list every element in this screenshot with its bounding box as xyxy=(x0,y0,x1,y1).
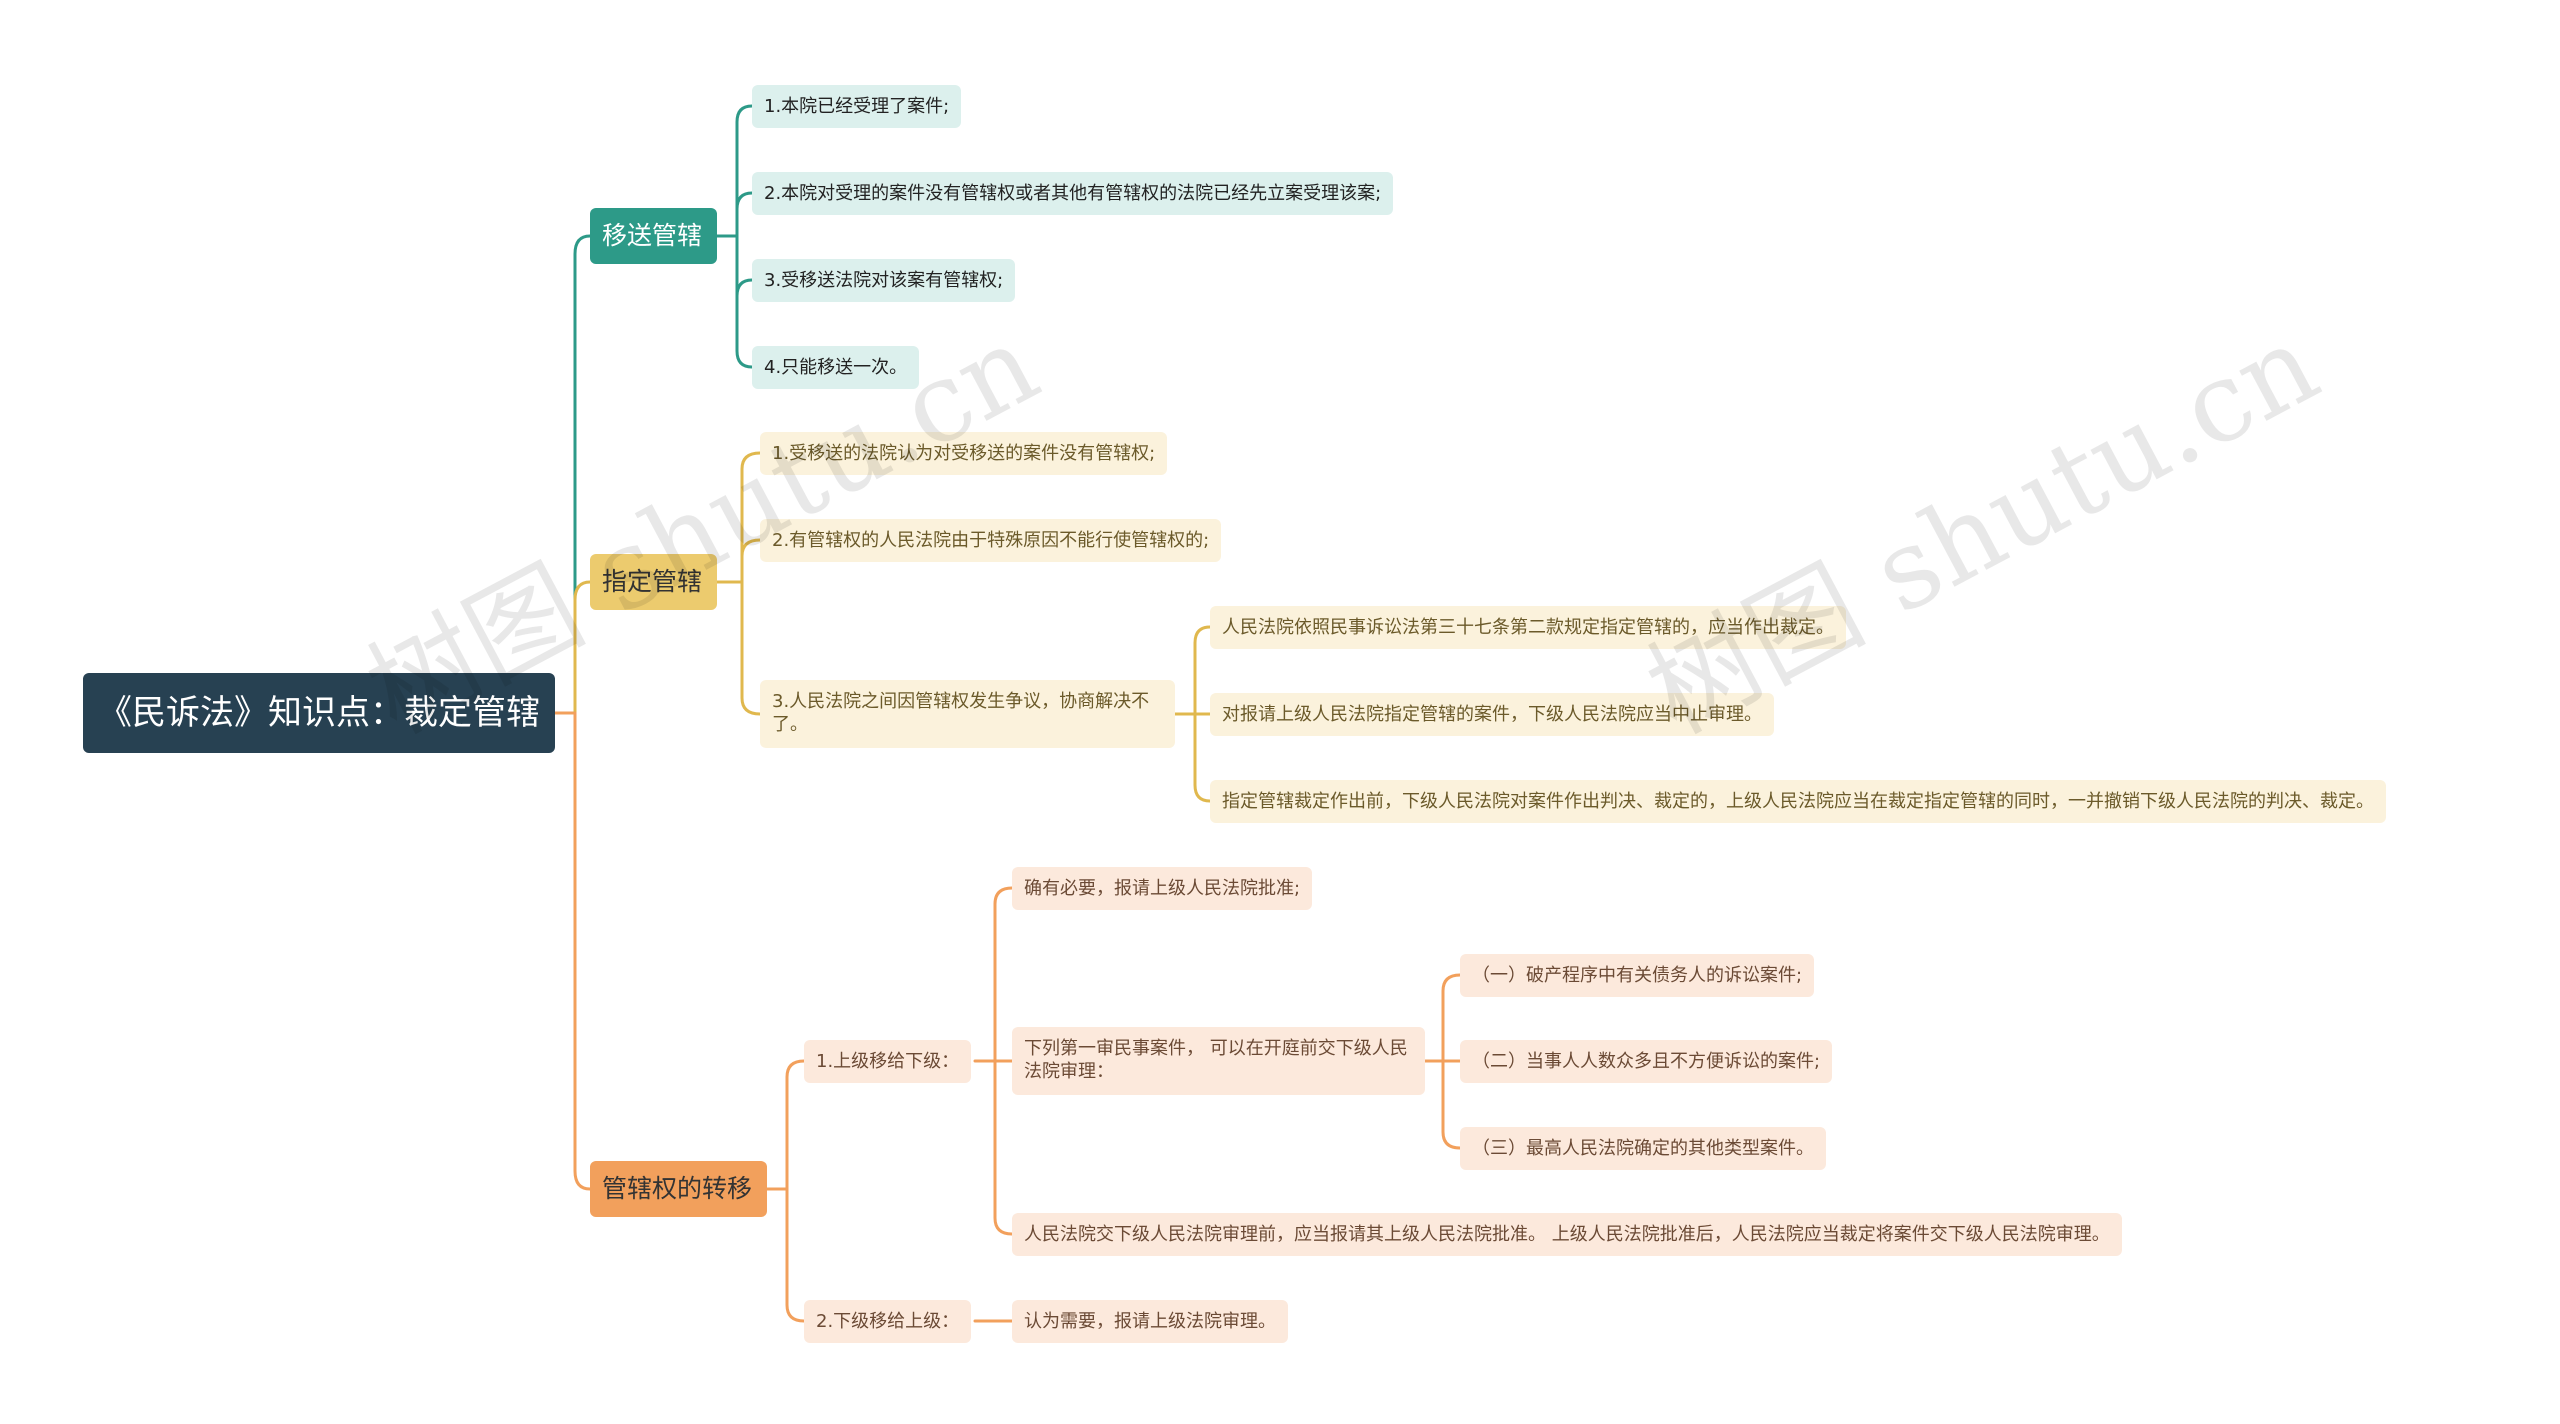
case-type-2[interactable]: （二）当事人人数众多且不方便诉讼的案件; xyxy=(1460,1040,1833,1084)
shift-lower-to-upper[interactable]: 2.下级移给上级： xyxy=(804,1300,972,1344)
designated-condition-3[interactable]: 3.人民法院之间因管辖权发生争议，协商解决不了。 xyxy=(760,680,1175,748)
transfer-condition-3[interactable]: 3.受移送法院对该案有管辖权; xyxy=(752,259,1016,303)
designated-condition-2[interactable]: 2.有管辖权的人民法院由于特殊原因不能行使管辖权的; xyxy=(760,519,1222,563)
branch-designated-jurisdiction[interactable]: 指定管辖 xyxy=(590,554,717,610)
designated-condition-1[interactable]: 1.受移送的法院认为对受移送的案件没有管辖权; xyxy=(760,432,1168,476)
branch-jurisdiction-shift[interactable]: 管辖权的转移 xyxy=(590,1161,767,1217)
shift-upper-to-lower[interactable]: 1.上级移给下级： xyxy=(804,1040,972,1084)
designated-detail-1[interactable]: 人民法院依照民事诉讼法第三十七条第二款规定指定管辖的，应当作出裁定。 xyxy=(1210,606,1846,650)
upper-to-lower-item-3[interactable]: 人民法院交下级人民法院审理前，应当报请其上级人民法院批准。 上级人民法院批准后，… xyxy=(1012,1213,2122,1257)
transfer-condition-2[interactable]: 2.本院对受理的案件没有管辖权或者其他有管辖权的法院已经先立案受理该案; xyxy=(752,172,1394,216)
case-type-1[interactable]: （一）破产程序中有关债务人的诉讼案件; xyxy=(1460,954,1815,998)
transfer-condition-1[interactable]: 1.本院已经受理了案件; xyxy=(752,85,962,129)
designated-detail-2[interactable]: 对报请上级人民法院指定管辖的案件，下级人民法院应当中止审理。 xyxy=(1210,693,1774,737)
branch-transfer-jurisdiction[interactable]: 移送管辖 xyxy=(590,208,717,264)
lower-to-upper-item-1[interactable]: 认为需要，报请上级法院审理。 xyxy=(1012,1300,1288,1344)
upper-to-lower-item-2[interactable]: 下列第一审民事案件， 可以在开庭前交下级人民法院审理： xyxy=(1012,1027,1425,1095)
case-type-3[interactable]: （三）最高人民法院确定的其他类型案件。 xyxy=(1460,1127,1826,1171)
upper-to-lower-item-1[interactable]: 确有必要，报请上级人民法院批准; xyxy=(1012,867,1313,911)
designated-detail-3[interactable]: 指定管辖裁定作出前，下级人民法院对案件作出判决、裁定的，上级人民法院应当在裁定指… xyxy=(1210,780,2386,824)
root-topic[interactable]: 《民诉法》知识点：裁定管辖 xyxy=(83,673,555,753)
transfer-condition-4[interactable]: 4.只能移送一次。 xyxy=(752,346,920,390)
